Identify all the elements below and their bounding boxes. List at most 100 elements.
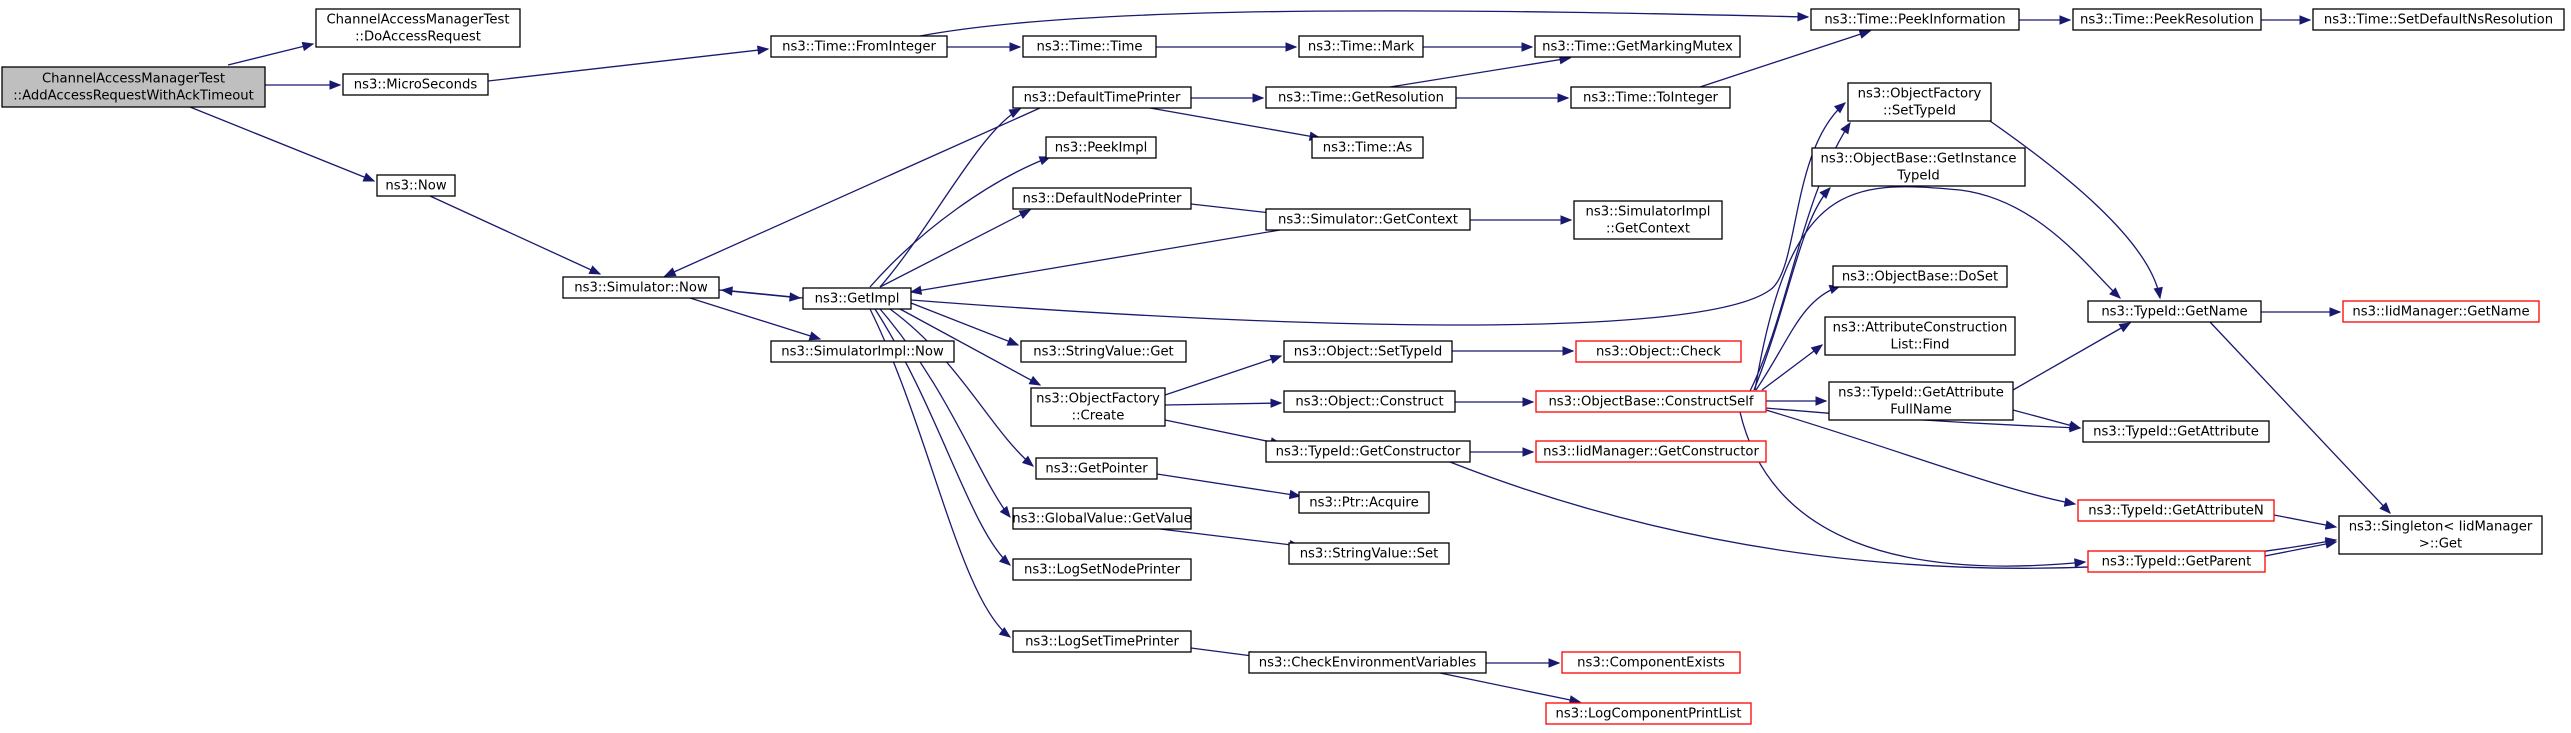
node-logComponentPrintList[interactable]: ns3::LogComponentPrintList — [1545, 702, 1752, 725]
node-label: ns3::Now — [385, 179, 446, 194]
node-box — [1534, 35, 1741, 58]
edge-line — [227, 43, 314, 66]
node-box — [1535, 390, 1767, 413]
node-typeIdGetName[interactable]: ns3::TypeId::GetName — [2087, 300, 2262, 323]
node-iidGetConstructor[interactable]: ns3::IidManager::GetConstructor — [1535, 440, 1767, 463]
edge-simulatorNow-to-simulatorImplNow — [689, 297, 822, 341]
node-simulatorImplNow[interactable]: ns3::SimulatorImpl::Now — [770, 340, 955, 363]
node-simulatorGetContext[interactable]: ns3::Simulator::GetContext — [1265, 208, 1471, 231]
node-singletonGet[interactable]: ns3::Singleton< IidManager >::Get — [2338, 515, 2543, 555]
edge-getPointer-to-ptrAcquire — [1156, 473, 1302, 500]
edge-line — [910, 102, 1846, 326]
edge-line — [1164, 419, 1282, 445]
edge-constructSelf-to-getAttributeN — [1765, 409, 2077, 507]
node-logSetTimePrinter[interactable]: ns3::LogSetTimePrinter — [1012, 630, 1192, 653]
node-stringValueSet[interactable]: ns3::StringValue::Set — [1288, 542, 1450, 565]
node-box — [2312, 8, 2565, 31]
node-label: ns3::SimulatorImpl::Now — [781, 345, 944, 360]
node-label: ::DoAccessRequest — [355, 30, 481, 45]
edge-line — [1754, 186, 2121, 391]
node-peekInformation[interactable]: ns3::Time::PeekInformation — [1810, 8, 2020, 31]
node-label: ns3::TypeId::GetAttributeN — [2088, 504, 2264, 519]
node-getMarkingMutex[interactable]: ns3::Time::GetMarkingMutex — [1534, 35, 1741, 58]
node-iidGetName[interactable]: ns3::IidManager::GetName — [2342, 300, 2540, 323]
node-box — [1311, 136, 1424, 159]
node-box — [1035, 457, 1158, 480]
node-objectCheck[interactable]: ns3::Object::Check — [1575, 340, 1742, 363]
node-label: ns3::GlobalValue::GetValue — [1012, 512, 1191, 527]
node-componentExists[interactable]: ns3::ComponentExists — [1561, 651, 1741, 674]
edge-arrowhead — [1038, 156, 1052, 166]
edge-line — [1164, 402, 1282, 406]
node-simulatorImplGetContext[interactable]: ns3::SimulatorImpl::GetContext — [1573, 200, 1723, 240]
edge-globalGetValue-to-stringValueSet — [1159, 528, 1302, 550]
edge-objectSetTypeId-to-objectCheck — [1452, 346, 1575, 356]
edge-arrowhead — [588, 265, 602, 275]
node-box — [1545, 702, 1752, 725]
node-fromInteger[interactable]: ns3::Time::FromInteger — [770, 35, 948, 58]
edge-simulatorGetContext-to-simulatorImplGetContext — [1470, 215, 1573, 225]
node-doAccessRequest[interactable]: ChannelAccessManagerTest::DoAccessReques… — [315, 8, 521, 48]
edge-arrowhead — [1858, 29, 1872, 39]
node-now[interactable]: ns3::Now — [376, 174, 456, 197]
node-factorySetTypeId[interactable]: ns3::ObjectFactory::SetTypeId — [1847, 82, 1992, 122]
node-setDefaultNsResolution[interactable]: ns3::Time::SetDefaultNsResolution — [2312, 8, 2565, 31]
node-getConstructor[interactable]: ns3::TypeId::GetConstructor — [1265, 440, 1471, 463]
edge-fromInteger-to-timeTime — [947, 42, 1022, 52]
edge-objectFactoryCreate-to-getConstructor — [1164, 419, 1283, 447]
edge-peekResolution-to-setDefaultNsResolution — [2261, 15, 2312, 25]
node-objectConstruct[interactable]: ns3::Object::Construct — [1283, 390, 1456, 413]
node-label: ns3::ObjectBase::ConstructSelf — [1548, 395, 1753, 410]
node-globalGetValue[interactable]: ns3::GlobalValue::GetValue — [1012, 507, 1192, 530]
node-microSeconds[interactable]: ns3::MicroSeconds — [342, 73, 489, 96]
node-checkEnvVars[interactable]: ns3::CheckEnvironmentVariables — [1248, 651, 1487, 674]
node-objectFactoryCreate[interactable]: ns3::ObjectFactory::Create — [1030, 387, 1166, 427]
edge-arrowhead — [757, 45, 770, 55]
node-ptrAcquire[interactable]: ns3::Ptr::Acquire — [1298, 491, 1430, 514]
edge-line — [919, 10, 1809, 37]
node-simulatorNow[interactable]: ns3::Simulator::Now — [562, 276, 720, 299]
edge-line — [2012, 409, 2081, 429]
node-peekResolution[interactable]: ns3::Time::PeekResolution — [2072, 8, 2262, 31]
node-getAttributeN[interactable]: ns3::TypeId::GetAttributeN — [2077, 499, 2275, 522]
edge-arrowhead — [1522, 447, 1535, 457]
node-getPointer[interactable]: ns3::GetPointer — [1035, 457, 1158, 480]
edge-getImpl-to-factorySetTypeId — [910, 102, 1847, 326]
node-label: ns3::Ptr::Acquire — [1309, 496, 1418, 511]
node-logSetNodePrinter[interactable]: ns3::LogSetNodePrinter — [1012, 558, 1192, 581]
node-defaultTimePrinter[interactable]: ns3::DefaultTimePrinter — [1012, 86, 1192, 109]
edge-timeMark-to-getMarkingMutex — [1423, 42, 1534, 52]
node-typeIdGetAttribute[interactable]: ns3::TypeId::GetAttribute — [2082, 420, 2270, 443]
node-constructSelf[interactable]: ns3::ObjectBase::ConstructSelf — [1535, 390, 1767, 413]
edge-arrowhead — [999, 505, 1011, 519]
edge-arrowhead — [2068, 420, 2082, 430]
node-root[interactable]: ChannelAccessManagerTest::AddAccessReque… — [1, 66, 266, 108]
edge-line — [910, 229, 1281, 293]
node-label: ns3::ObjectFactory — [1036, 392, 1160, 407]
node-label: ns3::TypeId::GetAttribute — [2093, 425, 2259, 440]
node-stringValueGet[interactable]: ns3::StringValue::Get — [1020, 340, 1187, 363]
node-defaultNodePrinter[interactable]: ns3::DefaultNodePrinter — [1012, 187, 1192, 210]
node-doSet[interactable]: ns3::ObjectBase::DoSet — [1832, 265, 2008, 288]
edge-line — [2273, 514, 2337, 528]
node-label: ::AddAccessRequestWithAckTimeout — [13, 89, 254, 104]
node-timeTime[interactable]: ns3::Time::Time — [1022, 35, 1157, 58]
node-box — [1283, 390, 1456, 413]
node-objectSetTypeId[interactable]: ns3::Object::SetTypeId — [1283, 340, 1453, 363]
node-label: ns3::Time::Mark — [1308, 40, 1415, 55]
node-getParent[interactable]: ns3::TypeId::GetParent — [2087, 550, 2266, 573]
node-toInteger[interactable]: ns3::Time::ToInteger — [1570, 86, 1731, 109]
node-getImpl[interactable]: ns3::GetImpl — [802, 287, 912, 310]
node-timeAs[interactable]: ns3::Time::As — [1311, 136, 1424, 159]
node-box — [1265, 208, 1471, 231]
node-timeMark[interactable]: ns3::Time::Mark — [1298, 35, 1424, 58]
node-peekImpl[interactable]: ns3::PeekImpl — [1045, 136, 1157, 159]
node-label: ns3::AttributeConstruction — [1833, 321, 2008, 336]
edge-checkEnvVars-to-logComponentPrintList — [1439, 672, 1582, 705]
edge-line — [1389, 57, 1571, 88]
edge-arrowhead — [663, 267, 677, 277]
node-getResolution[interactable]: ns3::Time::GetResolution — [1265, 86, 1457, 109]
